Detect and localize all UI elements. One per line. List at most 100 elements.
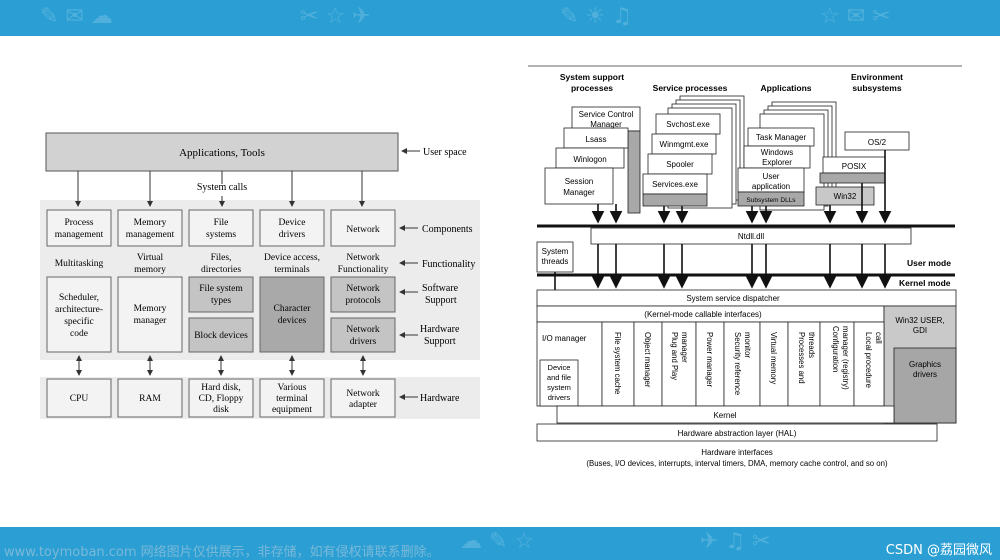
user-space-label: User space [423,147,467,158]
linux-kernel-diagram: Applications, Tools User space System ca… [40,132,480,419]
hardware-arrows [76,355,366,376]
svg-text:Winmgmt.exe: Winmgmt.exe [660,140,709,149]
device-drivers-box [539,359,579,407]
svg-text:Subsystem DLLs: Subsystem DLLs [746,197,796,204]
svg-text:CPU: CPU [70,394,89,404]
svg-text:Ntdll.dll: Ntdll.dll [738,232,764,241]
svg-text:Block devices: Block devices [194,331,248,341]
svg-text:Hardware abstraction layer (HA: Hardware abstraction layer (HAL) [678,429,797,438]
ntdll-box [590,227,912,245]
file-system-cache-label: File system cache [613,332,622,394]
doodle-icon: ✎ ✉ ☁ [40,4,113,29]
config-manager-label: Configurationmanager (registry) [831,326,850,390]
doodle-icon: ☁ ✎ ☆ [460,529,535,554]
svg-text:Lsass: Lsass [586,135,607,144]
component-network: Network [346,225,379,235]
svg-text:I/O manager: I/O manager [542,334,587,343]
svg-text:Device access,terminals: Device access,terminals [264,253,320,275]
svg-text:System service dispatcher: System service dispatcher [686,294,780,303]
svg-text:Spooler: Spooler [666,160,694,169]
applications-box [45,132,399,172]
svg-text:OS/2: OS/2 [868,138,887,147]
svg-text:Svchost.exe: Svchost.exe [666,120,710,129]
svg-text:Files,directories: Files,directories [201,253,241,275]
hardware-label: Hardware [420,393,460,404]
object-manager-label: Object manager [643,332,652,388]
virtual-memory-label: Virtual memory [769,332,778,384]
svg-text:Winlogon: Winlogon [573,155,606,164]
doodle-icon: ✈ ♫ ✂ [700,529,771,554]
svg-text:Multitasking: Multitasking [55,259,104,269]
syscall-arrows [75,171,365,207]
svg-text:Win32: Win32 [834,192,857,201]
doodle-icon: ✎ ☀ ♫ [560,4,632,29]
graphics-drivers-box [893,347,957,424]
applications-label: Applications, Tools [179,147,265,159]
hw-interfaces-detail: (Buses, I/O devices, interrupts, interva… [586,459,888,468]
user-mode-label: User mode [907,258,951,268]
svg-text:Task Manager: Task Manager [756,133,807,142]
watermark-right: CSDN @荔园微风 [885,543,992,558]
executive-components [601,321,885,407]
pnp-manager-label: Plug and Playmanager [670,332,689,380]
processes-threads-label: Processes andthreads [797,332,816,384]
bottom-banner: ☁ ✎ ☆ ✈ ♫ ✂ [0,527,1000,560]
doodle-icon: ☆ ✉ ✂ [820,4,891,29]
svg-text:RAM: RAM [139,394,161,404]
kernel-arrows [591,244,892,289]
header-apps: Applications [760,83,811,93]
security-monitor-label: Security referencemonitor [733,332,752,395]
functionality-label: Functionality [422,259,475,270]
svg-text:Kernel: Kernel [713,411,736,420]
doodle-icon: ✂ ☆ ✈ [300,4,371,29]
service-processes [642,95,745,209]
lpc-label: Local procedurecall [864,332,883,388]
env-subsystems [815,131,910,206]
system-threads-box [536,241,574,273]
hw-interfaces-label: Hardware interfaces [701,448,773,457]
kernel-mode-label: Kernel mode [899,278,951,288]
watermark-left: www.toymoban.com 网络图片仅供展示，非存储，如有侵权请联系删除。 [4,545,440,560]
svg-text:(Kernel-mode callable interfac: (Kernel-mode callable interfaces) [644,310,762,319]
top-banner: ✎ ✉ ☁ ✂ ☆ ✈ ✎ ☀ ♫ ☆ ✉ ✂ [0,0,1000,36]
support-processes [544,106,641,214]
header-service: Service processes [653,83,728,93]
user-arrows [591,150,892,224]
system-calls-label: System calls [197,182,247,193]
svg-text:Services.exe: Services.exe [652,180,698,189]
power-manager-label: Power manager [705,332,714,387]
components-label: Components [422,224,473,235]
applications [737,101,837,211]
